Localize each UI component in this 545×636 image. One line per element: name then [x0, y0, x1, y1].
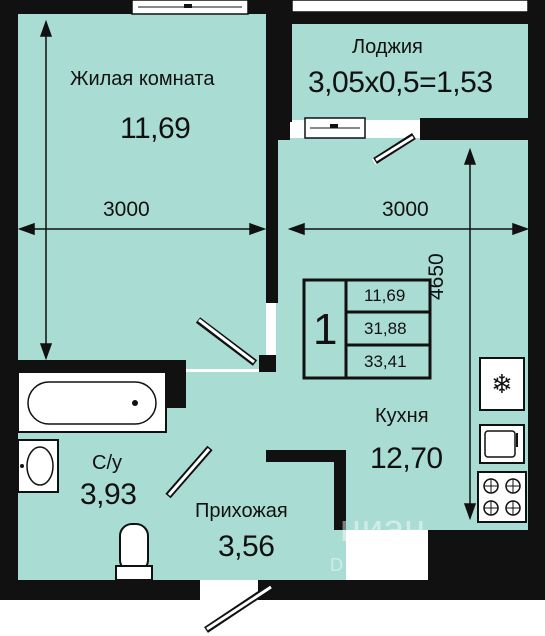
info-total-area: 31,88	[364, 319, 407, 338]
floor-living	[18, 14, 266, 369]
hallway-name: Прихожая	[195, 500, 288, 522]
walls	[0, 0, 545, 600]
floor-loggia	[290, 24, 528, 120]
info-table-frame	[302, 278, 432, 380]
info-rooms-count: 1	[313, 305, 338, 354]
bathroom-name: С/у	[92, 452, 122, 474]
info-total-with-loggia: 33,41	[364, 352, 407, 371]
fridge-icon: ❄	[479, 357, 525, 411]
toilet-icon	[115, 523, 153, 581]
entry-notch	[346, 540, 428, 580]
bathtub-icon	[17, 371, 167, 433]
doors	[165, 132, 417, 633]
loggia-name: Лоджия	[352, 36, 423, 58]
bathroom-area: 3,93	[80, 478, 137, 511]
dimension-kitchen-depth: 4650	[425, 253, 448, 300]
svg-text:❄: ❄	[491, 370, 513, 400]
living-room-area: 11,69	[120, 112, 191, 145]
windows	[131, 0, 529, 139]
hallway-area: 3,56	[218, 530, 275, 563]
dimension-lines	[17, 19, 530, 521]
dimension-kitchen-width: 3000	[382, 198, 429, 221]
washbasin-icon	[17, 439, 59, 493]
sink-icon	[479, 424, 525, 464]
watermark-sub: D	[330, 555, 343, 575]
loggia-area: 3,05x0,5=1,53	[308, 66, 493, 99]
kitchen-name: Кухня	[375, 405, 429, 427]
living-room-name: Жилая комната	[70, 68, 215, 90]
kitchen-area: 12,70	[370, 442, 443, 475]
stove-icon	[477, 471, 527, 523]
dimension-living-width: 3000	[103, 198, 150, 221]
watermark-text: циан	[340, 508, 426, 550]
info-living-area: 11,69	[364, 286, 406, 305]
